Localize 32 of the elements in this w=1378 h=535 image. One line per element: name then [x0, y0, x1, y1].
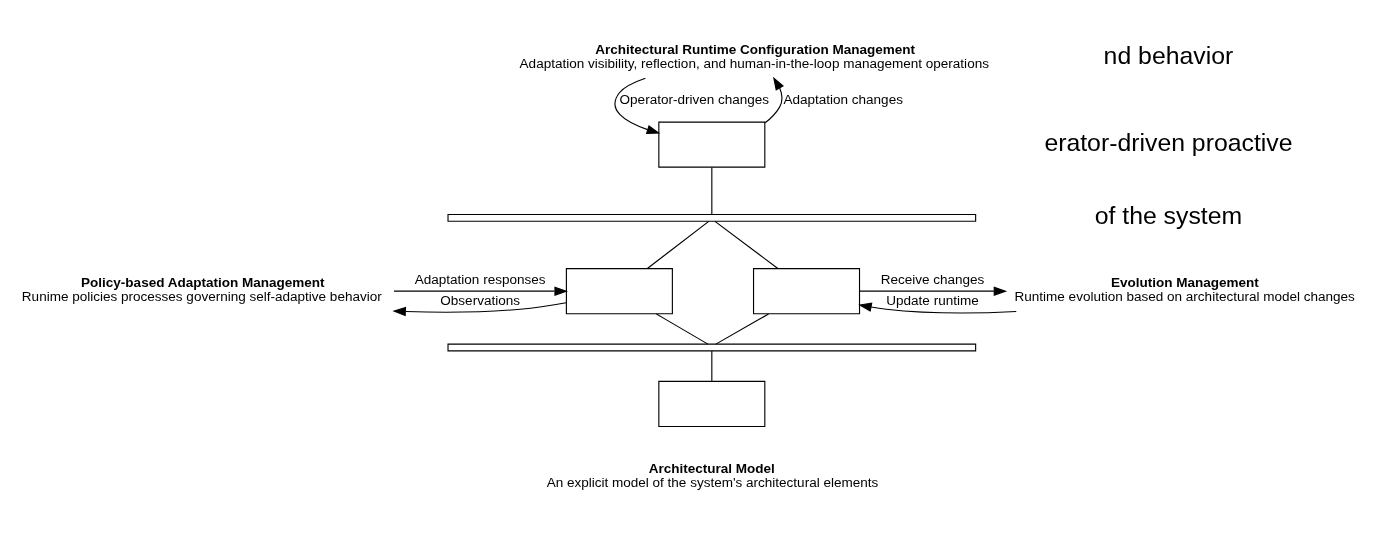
- edge-label: Adaptation responses: [414, 271, 546, 287]
- connector: [714, 220, 779, 270]
- arrow: [764, 76, 784, 124]
- node-bar: [447, 213, 977, 222]
- node-text: Architectural Runtime Configuration Management Adaptation visibility, reflection, and human-in-the-loop management operations: [519, 41, 989, 71]
- arrow: [614, 77, 661, 135]
- node-bar: [447, 343, 977, 352]
- node-label: Architectural Model: [648, 461, 775, 477]
- node-box: [752, 268, 861, 315]
- node-label: An explicit model of the system's architectural elements: [546, 474, 879, 490]
- edge-label: Adaptation changes: [783, 91, 903, 107]
- edge-label: Operator-driven changes: [619, 91, 770, 107]
- edge-label: Receive changes: [880, 271, 985, 287]
- arrow: [858, 302, 1017, 314]
- arrow: [859, 286, 1008, 296]
- connector: [715, 313, 770, 345]
- label: of the system: [1094, 202, 1243, 230]
- arrow: [392, 302, 567, 317]
- arrow: [393, 286, 568, 296]
- label: erator-driven proactive: [1044, 128, 1293, 156]
- node-box: [565, 268, 673, 315]
- node-box: [658, 380, 766, 428]
- label: nd behavior: [1103, 42, 1234, 70]
- node-text: Evolution Management Runtime evolution based on architectural model changes: [1014, 275, 1355, 304]
- node-text: Policy-based Adaptation Management Runime policies processes governing self-adaptive behavior: [21, 275, 382, 304]
- connector: [711, 350, 713, 382]
- connector: [646, 220, 710, 270]
- edge-label: Update runtime: [886, 293, 979, 309]
- connector: [711, 166, 713, 215]
- connector: [655, 313, 709, 345]
- node-box: [658, 121, 766, 168]
- edge-label: Observations: [440, 293, 520, 309]
